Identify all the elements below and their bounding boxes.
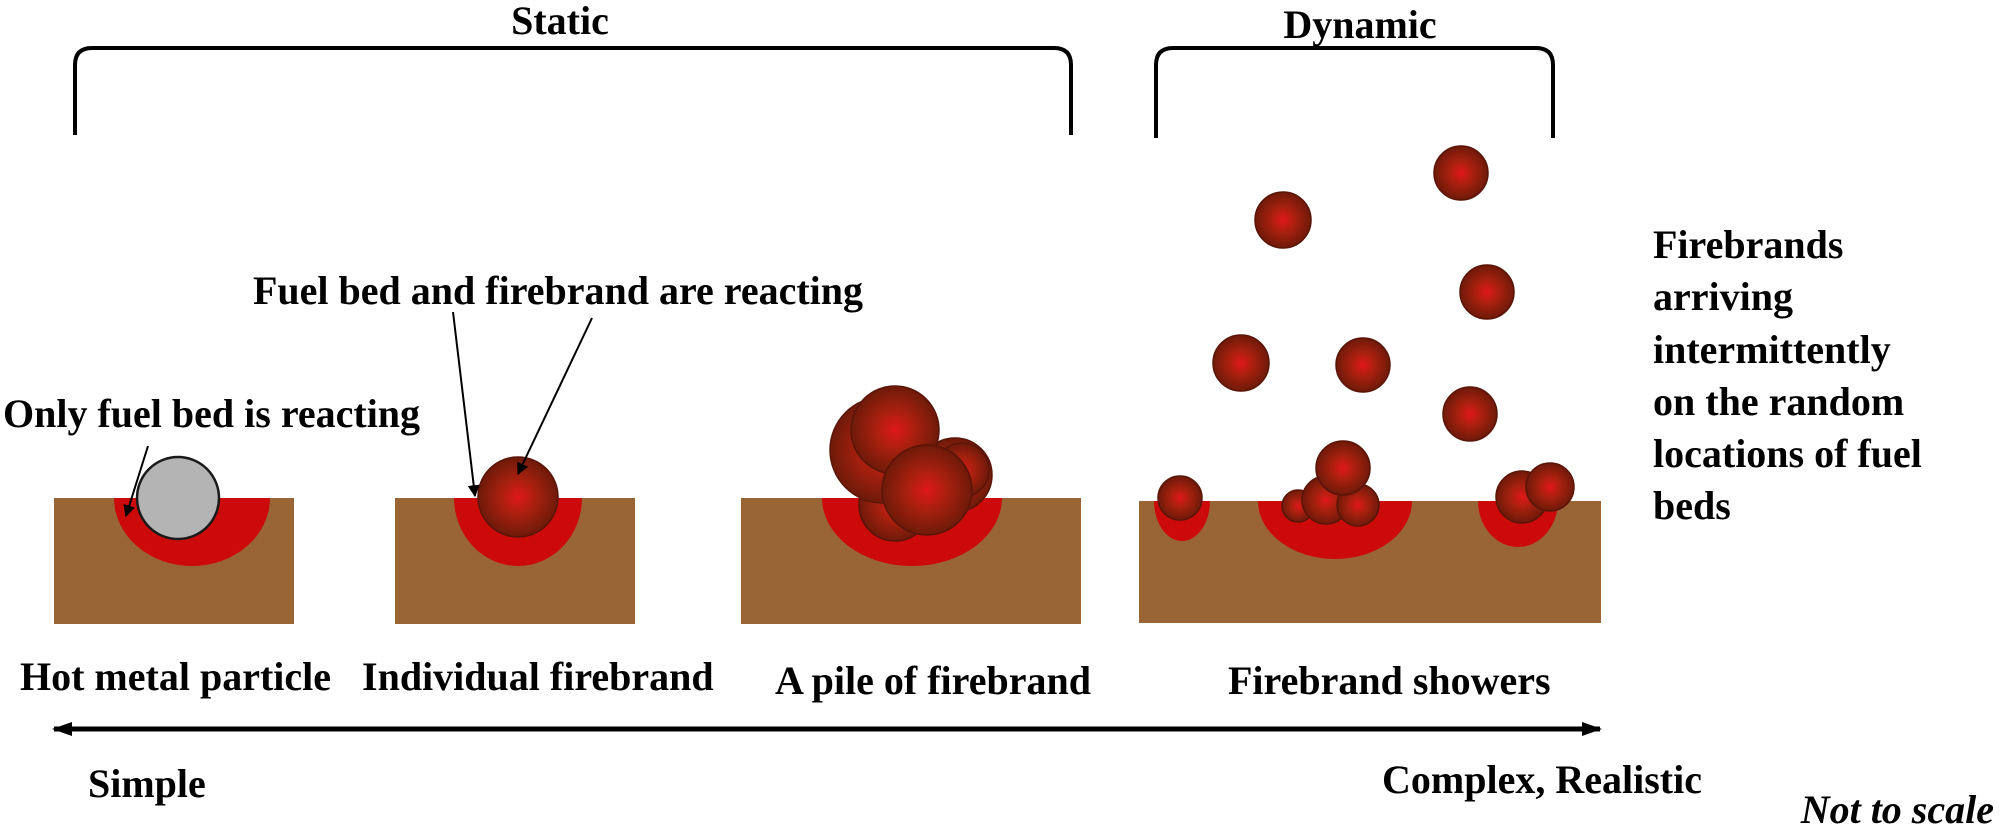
- side-note-line-3: intermittently: [1653, 327, 1891, 372]
- annotation-arrow-fuel-bed: [452, 311, 480, 498]
- side-note-line-6: beds: [1653, 483, 1731, 528]
- side-note-line-4: on the random: [1653, 379, 1904, 424]
- firebrand: [881, 444, 973, 536]
- falling-firebrand: [1459, 264, 1515, 320]
- static-bracket: [73, 46, 1073, 135]
- case-individual-firebrand: [395, 456, 635, 624]
- side-note-line-1: Firebrands: [1653, 222, 1843, 267]
- annotation-arrow-firebrand: [517, 317, 593, 476]
- not-to-scale-note: Not to scale: [1800, 787, 1994, 829]
- static-label: Static: [511, 0, 609, 43]
- falling-firebrand: [1433, 145, 1489, 201]
- case-firebrand-showers: [1139, 145, 1601, 623]
- dynamic-label: Dynamic: [1283, 2, 1436, 47]
- side-note-line-2: arriving: [1653, 274, 1793, 319]
- falling-firebrand: [1254, 191, 1312, 249]
- firebrand: [1315, 440, 1371, 496]
- firebrand: [477, 456, 559, 538]
- side-note-line-5: locations of fuel: [1653, 431, 1922, 476]
- case-label-hot-metal: Hot metal particle: [20, 654, 331, 699]
- scale-right-label: Complex, Realistic: [1382, 757, 1702, 802]
- dynamic-bracket: [1154, 46, 1555, 138]
- case-hot-metal-particle: [54, 455, 294, 624]
- scale-left-label: Simple: [88, 761, 206, 806]
- case-firebrand-pile: [741, 385, 1081, 624]
- case-label-showers: Firebrand showers: [1228, 658, 1551, 703]
- falling-firebrand: [1335, 337, 1391, 393]
- side-note: Firebrands arriving intermittently on th…: [1653, 222, 1922, 528]
- firebrand: [1525, 462, 1575, 512]
- falling-firebrand: [1212, 334, 1270, 392]
- case-label-pile: A pile of firebrand: [775, 658, 1091, 703]
- firebrand: [1157, 475, 1203, 521]
- case-label-individual: Individual firebrand: [362, 654, 714, 699]
- reacting-both-label: Fuel bed and firebrand are reacting: [253, 268, 863, 313]
- annotation-arrow-metal: [123, 445, 149, 518]
- metal-particle: [135, 455, 221, 541]
- falling-firebrand: [1442, 386, 1498, 442]
- reacting-fuel-only-label: Only fuel bed is reacting: [3, 391, 420, 436]
